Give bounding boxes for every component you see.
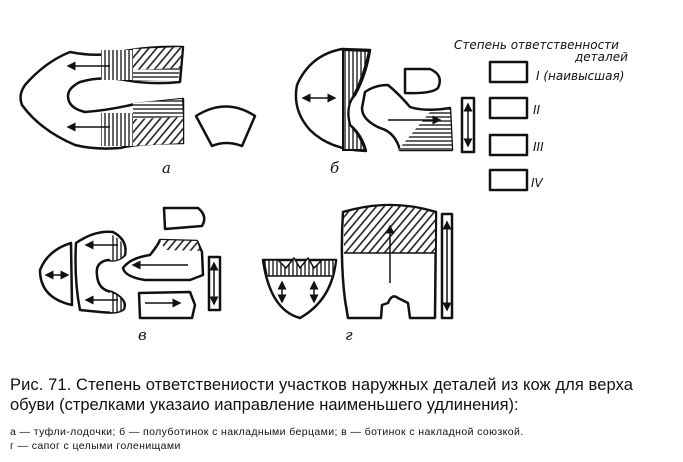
legend-title-line1: Степень ответственности (454, 38, 619, 52)
caption-line-1: Рис. 71. Степень ответствениости участко… (10, 376, 634, 394)
panel-a-pump-pattern: а (19, 45, 257, 177)
legend-swatch-diagonal (488, 168, 529, 192)
caption-line-2: обуви (стрелками указаио иаправление наи… (10, 396, 519, 414)
legend: Степень ответственности деталей I (наивы… (454, 38, 628, 192)
legend-swatch-blank (488, 60, 529, 84)
legend-label-1: I (наивысшая) (536, 69, 624, 83)
caption-line-3: а — туфли-лодочки; б — полуботинок с нак… (10, 426, 524, 438)
panel-g-highboot-pattern: г (261, 203, 454, 344)
legend-swatch-horizontal (488, 133, 529, 157)
legend-label-2: II (533, 103, 541, 117)
legend-label-4: IV (531, 176, 544, 190)
panel-label-g: г (345, 326, 353, 344)
legend-swatch-vertical (488, 96, 529, 120)
panel-label-v: в (138, 326, 147, 344)
panel-v-boot-pattern: в (38, 206, 222, 344)
legend-label-3: III (533, 140, 544, 154)
legend-title-line2: деталей (574, 50, 628, 64)
panel-label-b: б (330, 159, 340, 177)
panel-label-a: а (162, 159, 171, 177)
panel-b-oxford-pattern: б (294, 47, 476, 177)
caption-line-4: г — сапог с целыми голенищами (10, 440, 181, 452)
